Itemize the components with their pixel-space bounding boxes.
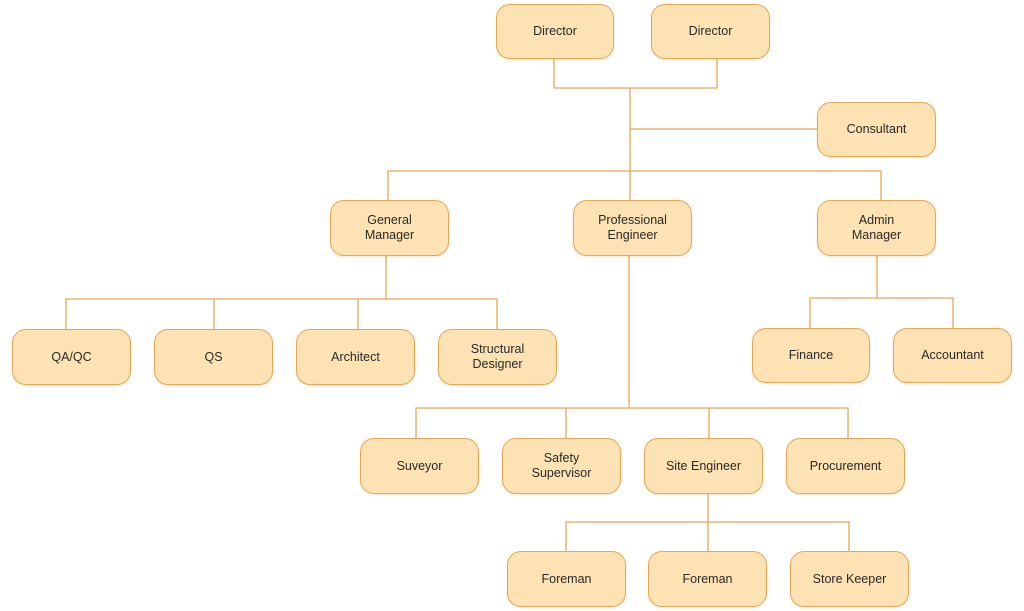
node-professional-engineer: Professional Engineer xyxy=(573,200,692,256)
connector xyxy=(809,297,954,328)
node-foreman-1: Foreman xyxy=(507,551,626,607)
node-structural-designer: Structural Designer xyxy=(438,329,557,385)
node-director-2: Director xyxy=(651,4,770,59)
node-accountant: Accountant xyxy=(893,328,1012,383)
node-consultant: Consultant xyxy=(817,102,936,157)
node-admin-manager: Admin Manager xyxy=(817,200,936,256)
connector xyxy=(65,298,498,329)
node-store-keeper: Store Keeper xyxy=(790,551,909,607)
node-general-manager: General Manager xyxy=(330,200,449,256)
node-foreman-2: Foreman xyxy=(648,551,767,607)
node-director-1: Director xyxy=(496,4,614,59)
node-safety-supervisor: Safety Supervisor xyxy=(502,438,621,494)
connector xyxy=(553,58,718,89)
node-qs: QS xyxy=(154,329,273,385)
connector xyxy=(387,170,882,200)
connector xyxy=(415,407,849,438)
node-procurement: Procurement xyxy=(786,438,905,494)
node-qa-qc: QA/QC xyxy=(12,329,131,385)
node-finance: Finance xyxy=(752,328,870,383)
node-architect: Architect xyxy=(296,329,415,385)
node-suveyor: Suveyor xyxy=(360,438,479,494)
node-site-engineer: Site Engineer xyxy=(644,438,763,494)
